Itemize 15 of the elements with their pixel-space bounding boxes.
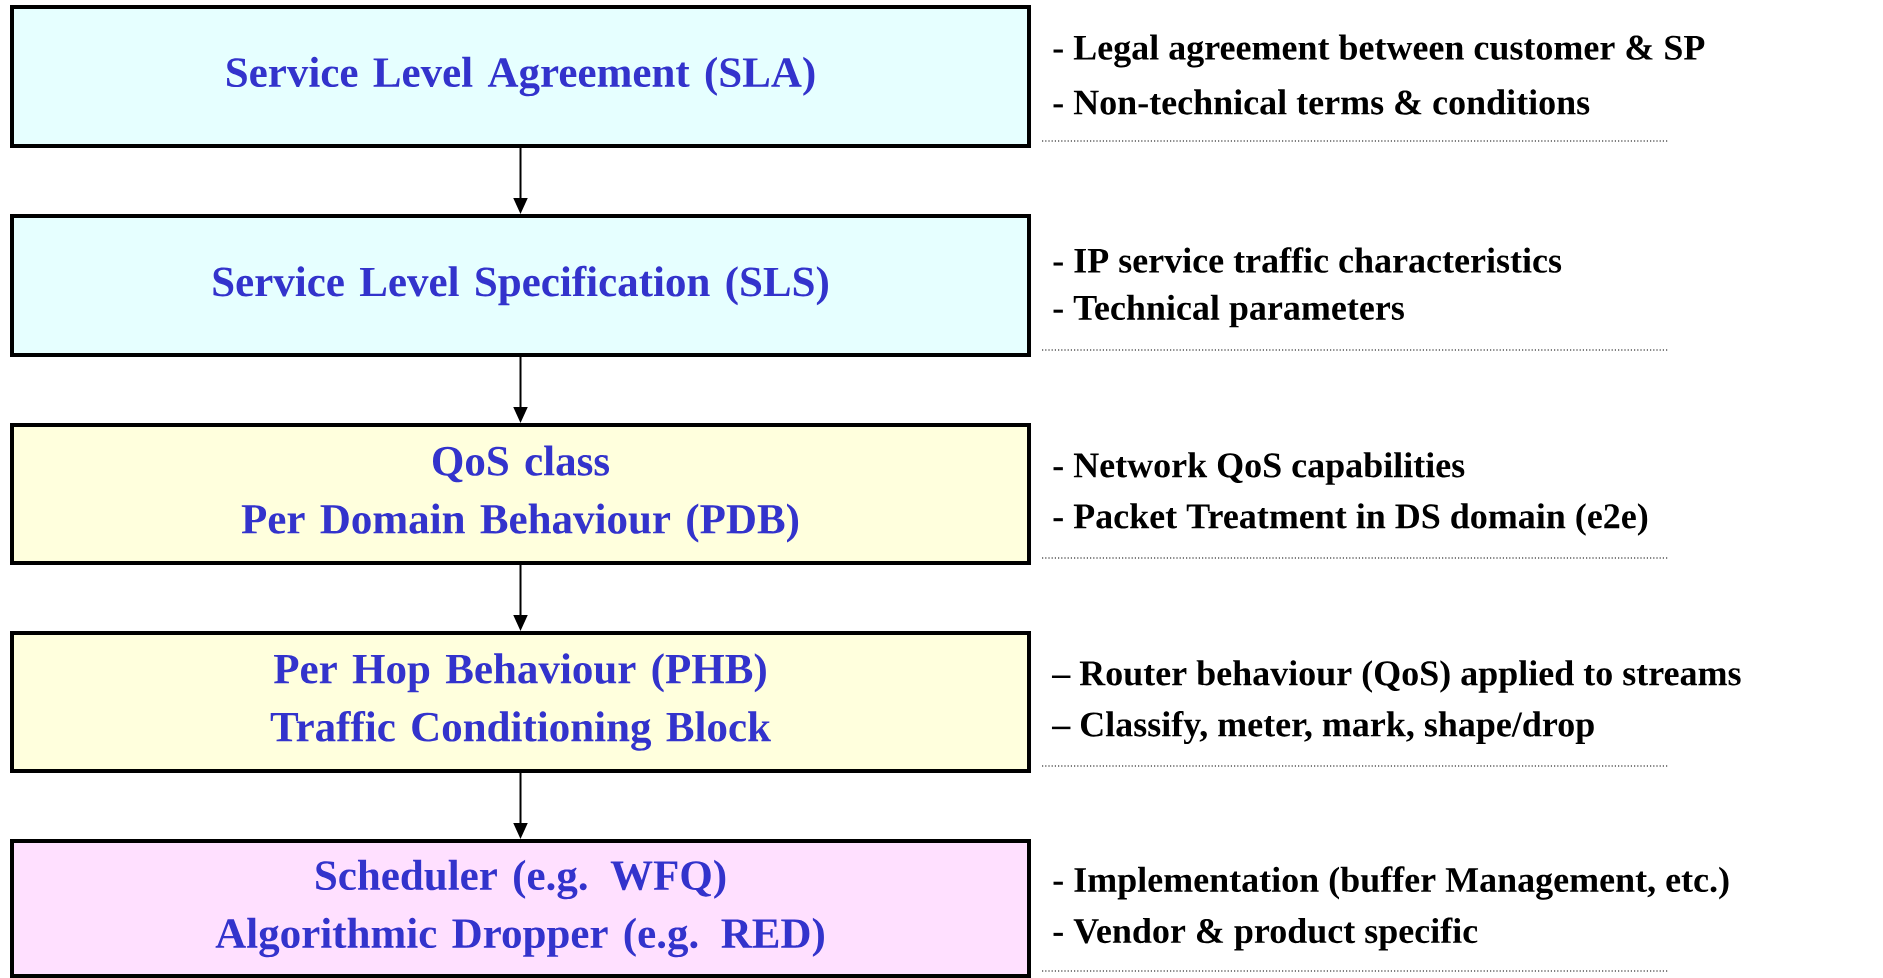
note-text: - Non-technical terms & conditions <box>1053 89 1590 115</box>
note-text: - Implementation (buffer Management, etc.) <box>1053 866 1729 900</box>
process-box: Service Level Agreement (SLA) <box>10 5 1031 148</box>
note-text: - Network QoS capabilities <box>1053 452 1465 485</box>
process-box: Scheduler (e.g. WFQ) Algorithmic Dropper (e.g. RED) <box>10 839 1031 978</box>
process-box: QoS class Per Domain Behaviour (PDB) <box>10 423 1031 565</box>
process-box: Service Level Specification (SLS) <box>10 214 1031 357</box>
process-box: Per Hop Behaviour (PHB) Traffic Conditioning Block <box>10 631 1031 773</box>
note-text: - Packet Treatment in DS domain (e2e) <box>1053 503 1648 536</box>
note-text: – Router behaviour (QoS) applied to streams <box>1051 660 1741 693</box>
note-text: - Legal agreement between customer & SP <box>1053 34 1705 68</box>
note-text: - Vendor & product specific <box>1053 917 1478 951</box>
note-text: – Classify, meter, mark, shape/drop <box>1051 710 1594 745</box>
note-text: - IP service traffic characteristics <box>1053 247 1562 273</box>
note-text: - Technical parameters <box>1053 294 1404 328</box>
